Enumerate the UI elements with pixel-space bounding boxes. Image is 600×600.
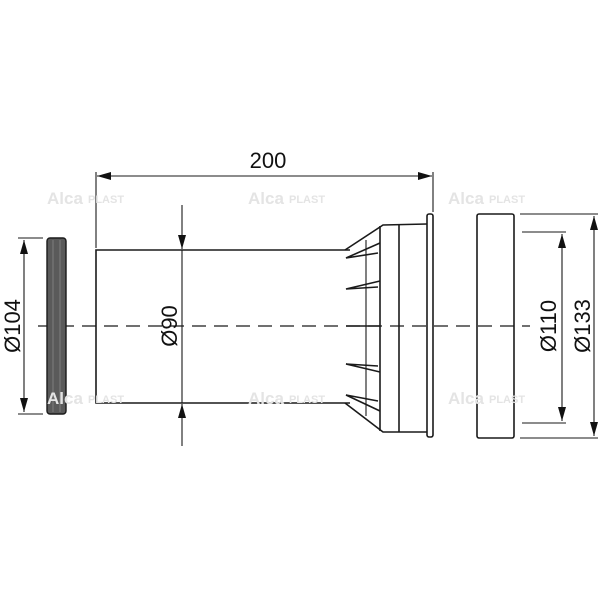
svg-text:PLAST: PLAST: [489, 194, 525, 206]
watermark-logo: Alca PLAST: [47, 389, 124, 408]
dimension-gasket-diameter: Ø104: [0, 237, 43, 415]
wall-ring: [476, 213, 515, 439]
dimension-length: 200: [95, 148, 434, 248]
watermark-logo: Alca PLAST: [248, 189, 325, 208]
svg-text:Alca: Alca: [448, 389, 484, 408]
gasket-diameter-label: Ø104: [0, 299, 25, 353]
svg-text:Alca: Alca: [448, 189, 484, 208]
dimension-inner-diameter: Ø110: [522, 231, 566, 424]
svg-text:PLAST: PLAST: [289, 394, 325, 406]
pipe-diameter-label: Ø90: [157, 305, 182, 347]
dimension-outer-diameter: Ø133: [520, 213, 598, 439]
socket-fins: [345, 242, 381, 412]
svg-text:Alca: Alca: [248, 389, 284, 408]
outer-diameter-label: Ø133: [570, 299, 595, 353]
gasket-ring: [46, 237, 67, 415]
watermark-logo: Alca PLAST: [448, 189, 525, 208]
length-label: 200: [250, 148, 287, 173]
watermark-logo: Alca PLAST: [448, 389, 525, 408]
socket-fitting: [344, 213, 434, 438]
svg-text:PLAST: PLAST: [489, 394, 525, 406]
dimension-pipe-diameter: Ø90: [157, 205, 186, 446]
pipe-body: [95, 249, 350, 404]
svg-text:Alca: Alca: [47, 189, 83, 208]
svg-text:Alca: Alca: [248, 189, 284, 208]
svg-text:PLAST: PLAST: [88, 194, 124, 206]
watermark-logo: Alca PLAST: [248, 389, 325, 408]
inner-diameter-label: Ø110: [536, 300, 561, 352]
svg-text:PLAST: PLAST: [88, 394, 124, 406]
svg-text:Alca: Alca: [47, 389, 83, 408]
watermark-logo: Alca PLAST: [47, 189, 124, 208]
svg-text:PLAST: PLAST: [289, 194, 325, 206]
